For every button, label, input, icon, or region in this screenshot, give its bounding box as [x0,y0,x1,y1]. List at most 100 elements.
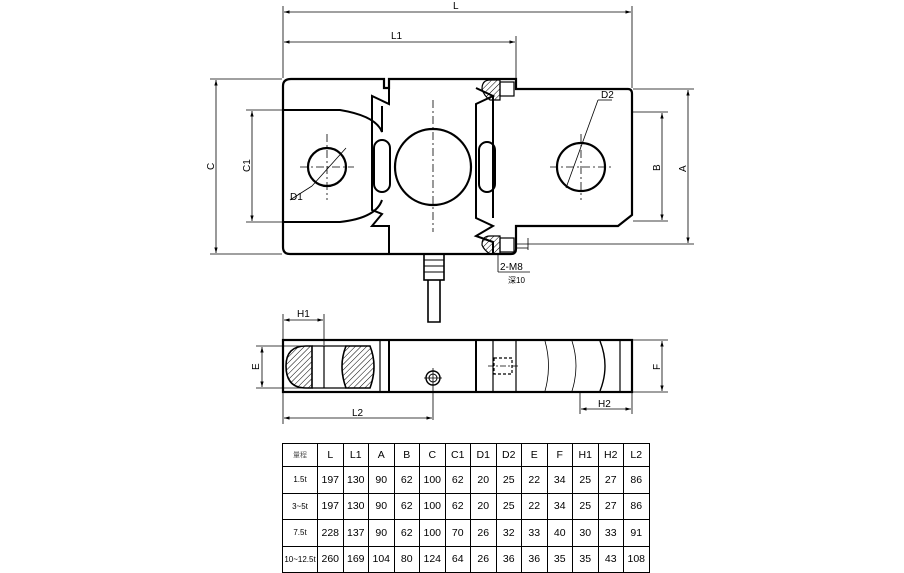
table-value-cell: 34 [546,466,573,494]
table-header-cell: H1 [572,443,599,467]
table-value-cell: 100 [419,492,446,520]
table-value-cell: 25 [572,492,599,520]
side-body [281,338,634,394]
label-h1: H1 [297,309,310,320]
table-header-cell: L2 [623,443,650,467]
cable [427,280,441,323]
table-header-cell: C1 [444,443,471,467]
label-l1: L1 [391,31,403,42]
pocket-outline [283,106,383,223]
load-cell-drawing: L L1 C C1 A B D1 D2 2-M8 深10 [206,1,694,424]
table-value-cell: 228 [317,519,344,547]
table-value-cell: 25 [495,492,522,520]
label-thread-depth: 深10 [508,276,525,285]
table-value-cell: 26 [470,545,497,573]
body-outline [281,77,634,256]
table-value-cell: 104 [368,545,395,573]
table-value-cell: 43 [597,545,624,573]
table-header-cell: D1 [470,443,497,467]
side-view-labels: H1 E F H2 L2 [251,309,663,419]
table-value-cell: 22 [521,466,548,494]
side-view [281,338,634,420]
table-value-cell: 20 [470,466,497,494]
table-corner-label: 量程 [282,443,318,467]
thread-hole-bottom [481,235,501,255]
table-value-cell: 90 [368,466,395,494]
table-value-cell: 124 [419,545,446,573]
side-section-right [341,345,375,389]
table-value-cell: 86 [623,466,650,494]
spec-table: 量程 L L1 A B C C1 D1 D2 E F H1 H2 L2 1.5t… [282,443,650,573]
label-e: E [251,363,262,370]
table-header-cell: L1 [342,443,369,467]
oblong-slot-right [478,141,496,193]
table-value-cell: 22 [521,492,548,520]
top-view [281,77,634,323]
side-section-left [285,345,313,389]
side-view-dimensions [256,314,668,424]
table-value-cell: 64 [444,545,471,573]
table-value-cell: 27 [597,492,624,520]
table-value-cell: 62 [393,466,420,494]
label-h2: H2 [598,399,611,410]
label-l2: L2 [352,408,364,419]
table-value-cell: 36 [521,545,548,573]
table-value-cell: 25 [495,466,522,494]
left-slot [369,80,390,254]
label-thread: 2-M8 [500,262,523,273]
table-value-cell: 169 [342,545,369,573]
table-value-cell: 25 [572,466,599,494]
table-header-cell: A [368,443,395,467]
label-a: A [678,165,689,172]
label-c: C [206,163,217,170]
table-value-cell: 137 [342,519,369,547]
table-value-cell: 35 [572,545,599,573]
table-value-cell: 40 [546,519,573,547]
table-value-cell: 91 [623,519,650,547]
label-b: B [652,164,663,171]
table-model-cell: 10~12.5t [282,545,318,573]
table-value-cell: 62 [393,492,420,520]
label-f: F [652,364,663,370]
thread-hole-top [481,79,501,101]
table-value-cell: 62 [444,466,471,494]
table-value-cell: 108 [623,545,650,573]
table-value-cell: 34 [546,492,573,520]
table-value-cell: 27 [597,466,624,494]
table-value-cell: 90 [368,519,395,547]
table-value-cell: 100 [419,466,446,494]
table-header-cell: B [393,443,420,467]
table-value-cell: 70 [444,519,471,547]
table-model-cell: 1.5t [282,466,318,494]
table-header-cell: F [546,443,573,467]
table-value-cell: 33 [521,519,548,547]
table-value-cell: 35 [546,545,573,573]
table-value-cell: 32 [495,519,522,547]
label-d1: D1 [290,192,303,203]
table-value-cell: 90 [368,492,395,520]
top-view-dimensions [210,6,694,273]
table-value-cell: 30 [572,519,599,547]
table-value-cell: 197 [317,466,344,494]
table-value-cell: 62 [444,492,471,520]
table-value-cell: 80 [393,545,420,573]
table-value-cell: 62 [393,519,420,547]
spec-table-header: 量程 L L1 A B C C1 D1 D2 E F H1 H2 L2 [282,443,650,467]
table-value-cell: 197 [317,492,344,520]
label-d2: D2 [601,90,614,101]
label-l: L [453,1,459,12]
table-value-cell: 130 [342,492,369,520]
oblong-slot-left [373,139,391,193]
cable-connector [423,253,445,281]
label-c1: C1 [242,159,253,172]
table-value-cell: 36 [495,545,522,573]
table-value-cell: 260 [317,545,344,573]
table-header-cell: H2 [597,443,624,467]
top-view-labels: L L1 C C1 A B D1 D2 2-M8 深10 [206,1,689,285]
table-header-cell: D2 [495,443,522,467]
table-value-cell: 33 [597,519,624,547]
table-model-cell: 7.5t [282,519,318,547]
